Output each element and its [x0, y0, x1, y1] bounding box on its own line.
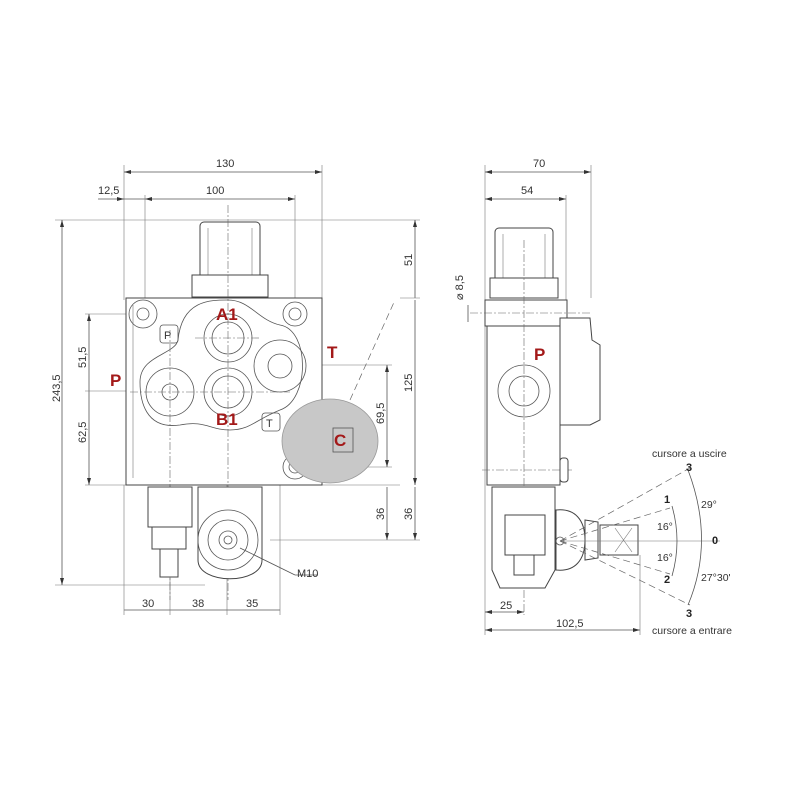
port-b1-label: B1	[216, 410, 238, 429]
side-dim-54: 54	[521, 185, 533, 197]
angle-16-top: 16°	[657, 521, 673, 533]
dim-51-5: 51,5	[77, 347, 89, 368]
c-highlight-circle	[281, 398, 379, 484]
dim-30: 30	[142, 598, 154, 610]
dim-height-243-5: 243,5	[51, 374, 63, 402]
dim-36-a: 36	[375, 508, 387, 520]
angle-29: 29°	[701, 499, 717, 511]
side-dim-hole-8-5: ⌀ 8,5	[454, 275, 466, 300]
lever-pos-2: 2	[664, 574, 670, 586]
side-dim-70: 70	[533, 158, 545, 170]
lever-pos-1: 1	[664, 494, 670, 506]
lever-pos-3-top: 3	[686, 462, 692, 474]
port-c-label: C	[334, 431, 346, 450]
dim-51: 51	[403, 254, 415, 266]
dim-offset-12-5: 12,5	[98, 185, 119, 197]
dim-36-b: 36	[403, 508, 415, 520]
angle-16-bottom: 16°	[657, 552, 673, 564]
angle-27-30: 27°30'	[701, 572, 731, 584]
dim-35: 35	[246, 598, 258, 610]
thread-m10-label: M10	[297, 568, 318, 580]
lever-pos-3-bottom: 3	[686, 608, 692, 620]
p-marking-label: P	[164, 330, 171, 342]
side-dim-25: 25	[500, 600, 512, 612]
dim-width-130: 130	[216, 158, 234, 170]
front-view: P T	[55, 165, 420, 615]
lever-pos-0: 0	[712, 535, 718, 547]
dim-69-5: 69,5	[375, 403, 387, 424]
port-a1-label: A1	[216, 305, 238, 324]
t-marking-label: T	[266, 418, 273, 430]
dim-width-100: 100	[206, 185, 224, 197]
side-dim-102-5: 102,5	[556, 618, 584, 630]
dim-62-5: 62,5	[77, 422, 89, 443]
in-label: cursore a entrare	[652, 625, 732, 637]
port-t-label: T	[327, 343, 338, 362]
side-port-p-label: P	[534, 345, 545, 364]
dim-125: 125	[403, 374, 415, 392]
side-view	[467, 165, 720, 635]
port-p-label: P	[110, 371, 121, 390]
dim-38: 38	[192, 598, 204, 610]
out-label: cursore a uscire	[652, 448, 727, 460]
